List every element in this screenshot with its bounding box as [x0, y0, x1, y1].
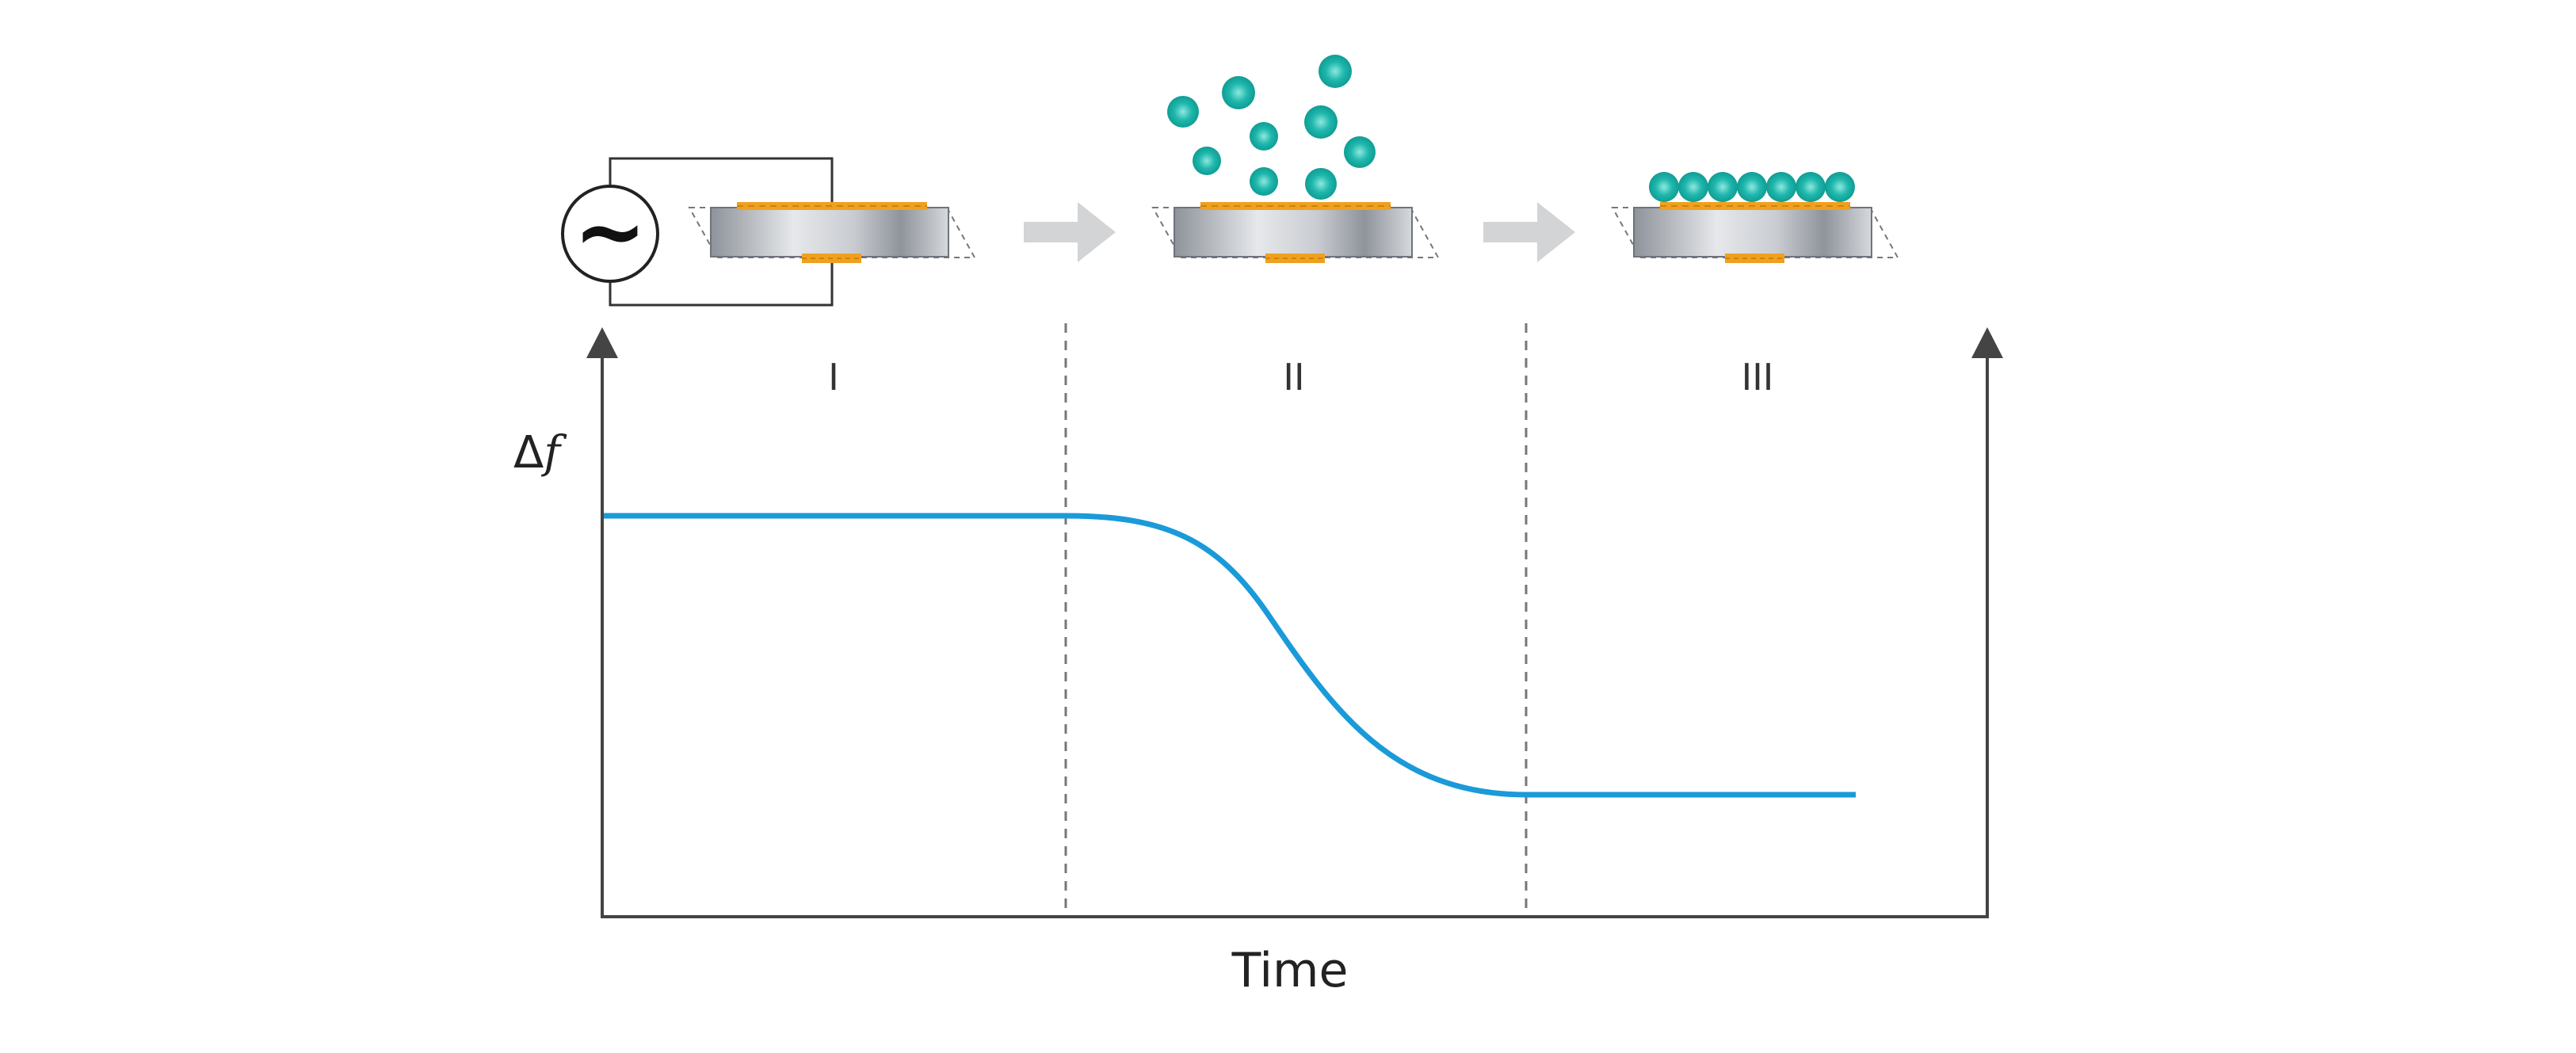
shear-outline — [1151, 207, 1440, 258]
frequency-time-graph: I II III Δf Time — [513, 323, 2003, 998]
stage-label-3: III — [1742, 356, 1774, 399]
right-axis-arrowhead-icon — [1971, 327, 2003, 358]
y-axis-label: Δf — [513, 427, 567, 479]
stage-label-2: II — [1283, 356, 1304, 399]
particle — [1222, 76, 1255, 109]
particle — [1737, 172, 1767, 202]
particle — [1796, 172, 1826, 202]
ac-source-symbol: ~ — [574, 181, 647, 282]
particle — [1319, 55, 1352, 88]
circuit-wire-bottom — [609, 255, 834, 307]
shear-outline — [688, 207, 976, 258]
quartz-crystal — [1174, 207, 1413, 258]
particle — [1193, 147, 1221, 175]
particle — [1304, 105, 1338, 139]
adsorbed-particle-layer — [1649, 172, 1855, 202]
circuit-wire-top — [609, 157, 834, 208]
stage-2-sensor — [1151, 55, 1440, 263]
particle — [1250, 167, 1278, 196]
stage-1-sensor: ~ — [561, 157, 976, 307]
y-axis-label-variable: f — [540, 427, 567, 479]
y-axis-arrowhead-icon — [586, 327, 618, 358]
particle — [1167, 96, 1199, 128]
y-axis-label-symbol: Δ — [513, 427, 544, 479]
frequency-response-curve — [604, 513, 1856, 798]
stage-3-sensor — [1611, 172, 1899, 263]
particle — [1766, 172, 1796, 202]
particle — [1825, 172, 1855, 202]
shear-outline — [1611, 207, 1899, 258]
progress-arrow-1 — [1024, 202, 1116, 262]
quartz-crystal — [1633, 207, 1872, 258]
particle — [1344, 136, 1376, 168]
particle — [1649, 172, 1679, 202]
particle — [1250, 122, 1278, 151]
stage-label-1: I — [828, 356, 839, 399]
ac-source-icon — [561, 185, 659, 283]
quartz-crystal — [710, 207, 949, 258]
progress-arrow-2 — [1483, 202, 1575, 262]
floating-particles — [1167, 55, 1376, 200]
particle — [1708, 172, 1738, 202]
particle — [1305, 168, 1337, 200]
particle — [1678, 172, 1708, 202]
x-axis-label: Time — [1231, 943, 1349, 998]
